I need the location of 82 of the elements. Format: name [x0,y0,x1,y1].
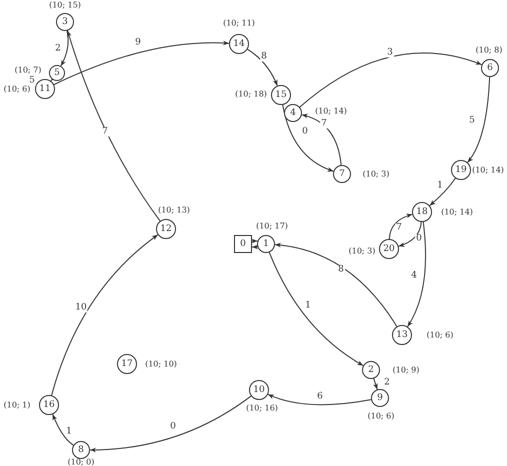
node-annotation: (10; 8) [476,46,502,54]
node-circle: 19 [451,160,471,180]
edge-label: 8 [260,52,268,62]
node-annotation: (10; 15) [49,0,81,10]
node-circle: 3 [56,13,74,31]
node-circle: 15 [271,85,291,105]
edge-label: 2 [383,378,391,388]
arrow [54,40,230,86]
edge-label: 9 [134,38,142,48]
node-annotation: (10; 17) [256,222,288,230]
node-annotation: (10; 10) [145,360,177,368]
arrow [429,178,456,206]
arrow [268,394,372,406]
arrow [282,104,334,172]
node-circle: 12 [156,219,176,239]
edge-label: 3 [386,48,394,58]
node-circle: 4 [284,104,302,122]
edge-label: 6 [316,392,324,402]
node-circle: 18 [412,202,432,222]
arrow [301,114,342,166]
node-circle: 5 [49,65,65,81]
node-annotation: (10; 0) [68,458,94,466]
node-circle: 16 [39,395,59,415]
arrow [268,252,364,366]
node-circle: 10 [249,380,269,400]
edge-label: 7 [320,120,328,128]
arrow [252,244,258,250]
node-annotation: (10; 9) [392,366,420,374]
edge-label: 7 [395,224,403,232]
edge-label: 5 [468,116,476,126]
edge-label: 0 [415,234,423,244]
node-annotation: (10; 7) [14,66,42,74]
node-circle: 9 [371,389,389,407]
node-annotation: (10; 1) [4,400,30,410]
arrow [247,48,278,86]
edge-label: 1 [65,428,73,436]
node-circle: 2 [362,361,380,379]
node-circle: 14 [229,34,249,54]
node-annotation: (10; 11) [223,18,255,28]
arrow [299,52,482,108]
arrow [274,242,398,327]
arrow [60,30,69,67]
node-circle: 13 [392,325,412,345]
edge-label: 10 [74,304,88,312]
node-circle: 6 [481,59,499,77]
node-annotation: (10; 14) [441,208,473,216]
edge-label: 0 [169,422,177,432]
node-annotation: (10; 3) [348,246,376,256]
node-circle: 1 [257,235,275,253]
node-circle: 8 [72,441,90,459]
edge-label: 8 [337,266,345,274]
node-circle: 17 [117,354,137,374]
arrow [67,30,161,222]
node-annotation: (10; 6) [4,84,30,94]
node-annotation: (10; 13) [158,206,190,214]
edge-label: 4 [410,272,418,280]
arrow [467,76,490,163]
node-annotation: (10; 6) [368,412,394,420]
node-annotation: (10; 14) [472,166,504,174]
arrow [407,221,426,328]
arrow [51,234,158,396]
edge-label: 1 [304,302,312,310]
node-circle: 7 [333,165,351,183]
arrow [398,221,422,247]
source-box: 0 [234,235,252,253]
edge-label: 0 [301,128,309,136]
node-annotation: (10; 6) [426,330,454,340]
node-circle: 20 [379,239,399,259]
edge-label: 5 [28,76,36,86]
edge-label: 2 [54,44,62,54]
node-circle: 11 [35,79,55,99]
edge-label: 7 [101,128,109,136]
arrow [388,214,413,240]
arrow [90,396,252,452]
arrow [373,378,378,390]
arrow [52,414,74,446]
node-annotation: (10; 18) [235,90,267,98]
edge-label: 1 [436,182,444,190]
node-annotation: (10; 16) [246,404,278,412]
node-annotation: (10; 14) [315,106,347,116]
arrow [252,238,258,244]
node-annotation: (10; 3) [362,170,390,178]
